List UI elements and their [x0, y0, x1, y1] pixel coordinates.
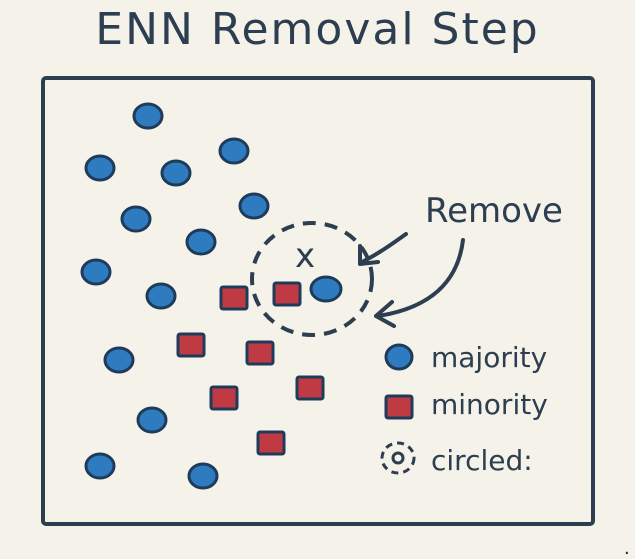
majority-point: [120, 205, 152, 233]
removed-x-marker: x: [295, 236, 315, 276]
majority-point: [160, 159, 192, 187]
remove-label: Remove: [425, 191, 563, 231]
plot-frame: [41, 76, 595, 526]
majority-point: [238, 192, 270, 220]
minority-point: [176, 332, 206, 358]
minority-point: [245, 340, 275, 366]
majority-points: [80, 102, 343, 490]
majority-point: [136, 406, 168, 434]
majority-point: [84, 452, 116, 480]
legend: majority minority circled:: [380, 341, 548, 477]
majority-point-removed: [309, 275, 343, 303]
legend-circled-inner: [391, 451, 405, 465]
majority-point: [218, 137, 250, 165]
majority-point: [185, 228, 217, 256]
majority-point: [80, 258, 112, 286]
majority-point: [187, 462, 219, 490]
majority-point: [145, 282, 177, 310]
legend-minority-label: minority: [431, 388, 548, 421]
legend-majority-icon: [384, 343, 414, 371]
arrow-to-x: [360, 232, 408, 264]
legend-circled-label: circled:: [431, 444, 533, 477]
removal-dashed-circle: [250, 221, 374, 337]
minority-points: [176, 281, 325, 456]
minority-point: [219, 285, 249, 311]
legend-circled-icon: [380, 441, 416, 475]
diagram-title: ENN Removal Step: [95, 4, 540, 55]
remove-arrows: [358, 232, 465, 328]
legend-minority-icon: [384, 394, 414, 420]
majority-point: [84, 154, 116, 182]
minority-point: [256, 430, 286, 456]
minority-point: [209, 385, 239, 411]
legend-majority-label: majority: [431, 341, 547, 374]
arrow-to-x-head: [358, 244, 380, 266]
arrow-to-circle: [376, 238, 465, 318]
majority-point: [132, 102, 164, 130]
minority-point: [295, 375, 325, 401]
trailing-mark: .: [624, 538, 630, 559]
majority-point: [103, 346, 135, 374]
arrow-to-circle-head: [374, 300, 396, 328]
minority-point: [272, 281, 302, 307]
